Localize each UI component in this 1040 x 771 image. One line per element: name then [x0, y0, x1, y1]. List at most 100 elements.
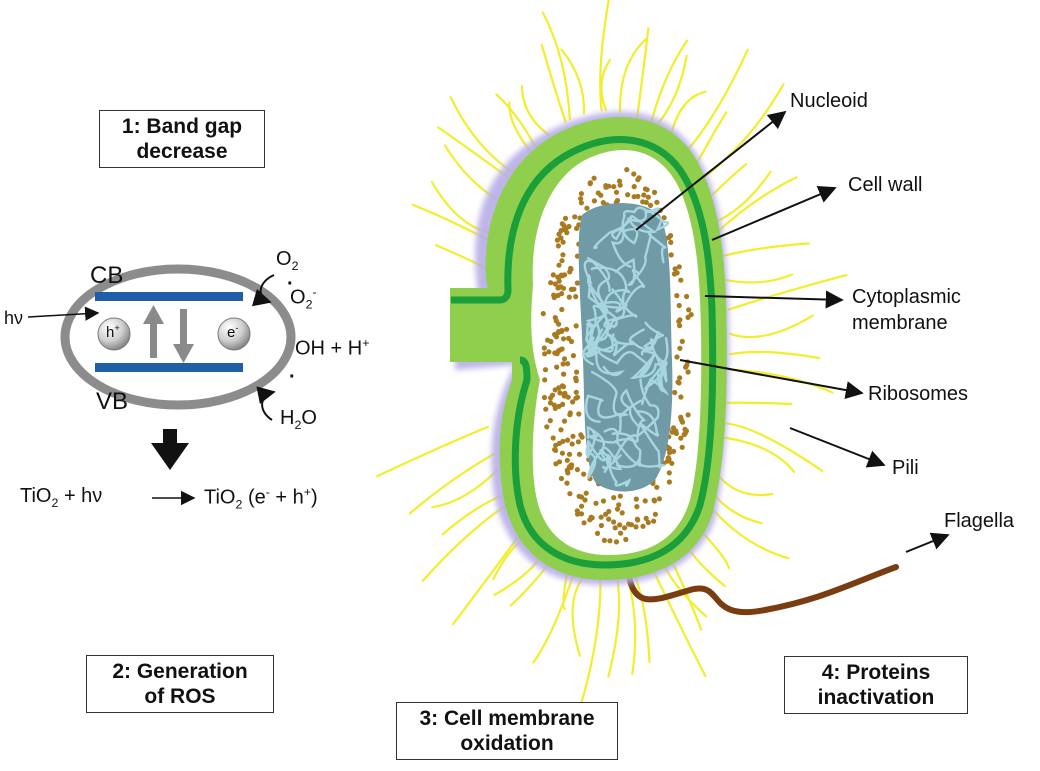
ribosome-dot [566, 335, 572, 341]
nucleoid-strand [626, 209, 670, 234]
ribosome-dot [562, 215, 569, 221]
ribosome-dot [553, 447, 559, 453]
ribosome-dot [548, 280, 554, 286]
ribosome-dot [672, 389, 678, 396]
step-3-line-1: 3: Cell membrane [419, 707, 595, 730]
ribosome-dot [625, 192, 631, 198]
pilus [724, 273, 794, 284]
ribosome-dot [633, 524, 639, 530]
ribosome-dot [559, 346, 565, 352]
nucleoid-strand [629, 337, 669, 379]
electron-label: e- [227, 323, 239, 341]
ribosome-dot [562, 393, 569, 399]
ribosome-dot [581, 520, 587, 526]
flagella-arrow [905, 532, 950, 553]
pilus [725, 401, 793, 406]
ribosome-dot [671, 448, 677, 454]
nucleoid-region [578, 202, 673, 492]
ribosome-dot [559, 291, 565, 297]
cytoplasmic-label-line-1: Cytoplasmic [852, 286, 961, 308]
vb-label: VB [96, 388, 129, 415]
nucleoid-label: Nucleoid [790, 90, 868, 112]
pilus [580, 578, 602, 705]
pilus [540, 43, 567, 124]
step-4-box: 4: Proteins inactivation [784, 656, 968, 714]
ribosome-dot [546, 349, 552, 355]
superoxide-label: ·O2- [287, 273, 317, 312]
pili-label: Pili [892, 457, 919, 479]
bacterium [376, 0, 899, 705]
ribosome-dot [677, 323, 683, 329]
ribosome-dot [676, 302, 682, 309]
h2o-oxidation-arrow [256, 386, 276, 421]
oh-h-label: OH + H+ [295, 336, 370, 360]
ribosome-dot [678, 414, 684, 420]
pilus [633, 572, 651, 663]
ribosome-dot [591, 175, 597, 181]
ribosome-dot [654, 484, 660, 490]
pilus [649, 562, 707, 678]
nucleoid-strand [593, 215, 634, 268]
ribosome-dot [572, 214, 578, 220]
ribosome-dot [558, 427, 564, 433]
ribosome-dot [616, 502, 622, 508]
ribosome-dot [564, 480, 570, 486]
pilus [560, 48, 586, 115]
ribosome-dot [552, 281, 558, 287]
ribosome-dot [582, 497, 588, 503]
ribosome-dot [573, 389, 579, 395]
ribosome-dot [576, 411, 582, 417]
hole-sphere [97, 317, 131, 351]
ribosome-dot [676, 380, 682, 386]
equation-right: TiO2 (e- + h+) [204, 485, 318, 512]
ribosome-dot [603, 511, 609, 517]
ribosome-dot [607, 538, 613, 544]
ribosome-dot [558, 475, 565, 482]
ribosome-dot [560, 438, 566, 444]
pilus [728, 314, 814, 339]
nucleoid-strand [635, 410, 666, 469]
ribosome-dot [674, 354, 680, 360]
pilus [727, 274, 848, 311]
ribosome-dot [668, 252, 674, 258]
ribosome-dot [567, 491, 573, 497]
step-4-line-2: inactivation [817, 686, 935, 709]
pilus [599, 0, 610, 112]
cell-wall-label: Cell wall [848, 174, 923, 196]
ribosome-dot [616, 178, 623, 184]
ribosome-dot [666, 479, 673, 485]
ribosome-dot [567, 269, 573, 275]
ribosome-dot [651, 518, 657, 524]
ribosome-dot [540, 311, 546, 317]
ribosome-dot [541, 345, 547, 351]
ribosomes-arrow [679, 359, 864, 399]
ribosome-dot [578, 511, 585, 517]
ribosome-dot [559, 328, 565, 334]
ribosome-dot [551, 402, 557, 408]
pili-group [376, 0, 848, 705]
ribosome-dot [578, 200, 585, 206]
ribosome-dot [642, 498, 648, 504]
ribosome-dot [631, 194, 637, 200]
ribosome-dot [560, 401, 566, 407]
ribosome-dot [679, 338, 685, 344]
ribosome-dot [556, 274, 562, 280]
ribosome-dot [556, 262, 562, 268]
ribosome-dot [551, 292, 557, 298]
ribosome-dot [619, 510, 625, 516]
ribosome-dot [631, 171, 637, 177]
ribosome-dot [563, 225, 569, 232]
ribosome-dot [548, 395, 554, 401]
ribosome-dot [603, 183, 609, 189]
ribosomes-label: Ribosomes [868, 383, 969, 405]
ribosome-dot [560, 239, 566, 245]
pilus [719, 242, 810, 258]
ribosome-dot [685, 369, 691, 375]
ribosome-dot [617, 182, 623, 188]
ribosome-dot [595, 190, 601, 196]
ribosome-dot [678, 394, 684, 400]
nucleoid-strand [586, 440, 612, 479]
ribosome-dot [644, 187, 650, 193]
ribosome-dot [556, 278, 562, 284]
step-2-box: 2: Generation of ROS [86, 655, 274, 713]
